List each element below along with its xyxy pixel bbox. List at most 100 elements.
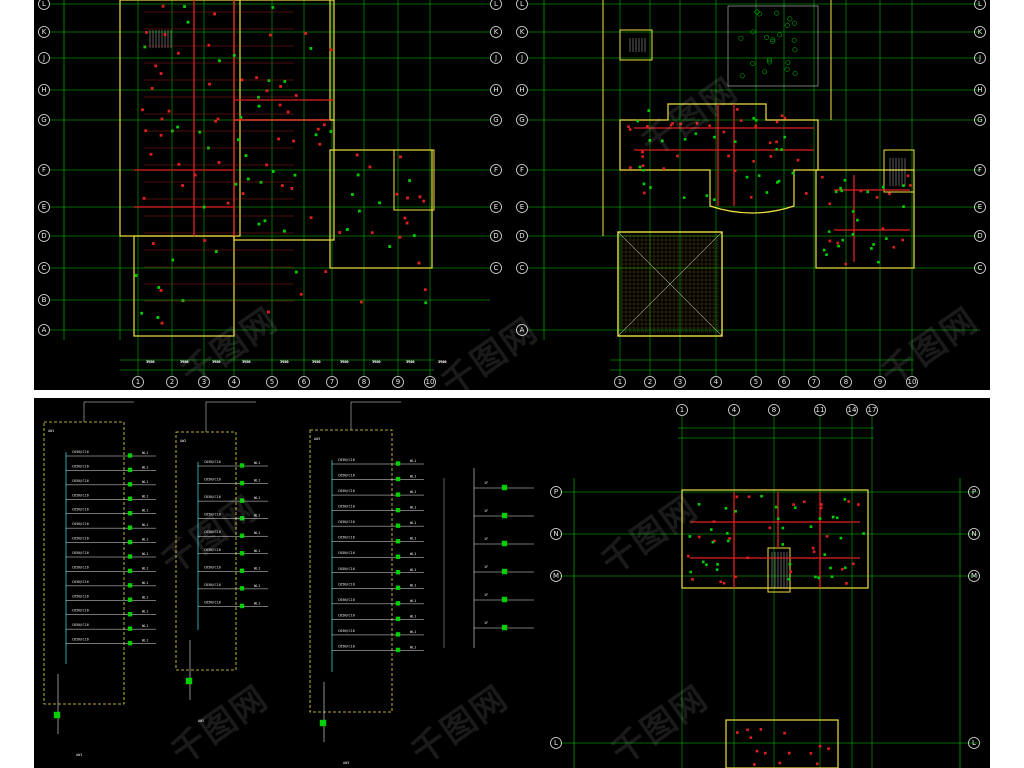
axis-bubble-bottom: 10 [424, 376, 436, 388]
fixture-symbol [316, 127, 320, 131]
dimension-text: WL1 [142, 494, 148, 498]
fixture-symbol [149, 152, 153, 156]
roof-ridge [617, 231, 723, 337]
dimension-text: 3900 [372, 360, 380, 364]
axis-bubble-right: D [490, 230, 502, 242]
riser-box [501, 484, 508, 491]
fixture-symbol [257, 104, 261, 108]
fixture-symbol [716, 563, 719, 566]
tree-symbol [739, 73, 745, 79]
riser-box [501, 512, 508, 519]
fixture-symbol [747, 495, 751, 499]
axis-bubble-right: M [968, 570, 980, 582]
fixture-symbol [359, 300, 363, 304]
dimension-text: C65N/C16 [338, 474, 355, 478]
fixture-symbol [909, 184, 912, 187]
fixture-symbol [902, 205, 905, 208]
dimension-text: 3900 [180, 360, 188, 364]
fixture-symbol [150, 86, 154, 90]
svg-text:L: L [972, 739, 976, 747]
fixture-symbol [805, 192, 808, 195]
fixture-symbol [906, 174, 910, 178]
dimension-text: C65N/C16 [338, 505, 355, 509]
dimension-text: C65N/C16 [204, 583, 221, 587]
fixture-symbol [671, 122, 674, 125]
fixture-symbol [722, 130, 726, 134]
fixture-symbol [775, 120, 779, 124]
dimension-text: C65N/C16 [338, 489, 355, 493]
axis-bubble-left: A [516, 324, 528, 336]
axis-bubble-bottom: 6 [778, 376, 790, 388]
breaker-symbol [395, 601, 401, 606]
fixture-symbol [862, 532, 865, 535]
tree-symbol [792, 70, 798, 76]
fixture-symbol [356, 173, 360, 177]
dimension-text: C65N/C16 [338, 598, 355, 602]
dimension-text: WL1 [410, 645, 416, 649]
fixture-symbol [208, 82, 211, 86]
dimension-text: 3900 [212, 360, 220, 364]
dimension-text: WL1 [254, 566, 260, 570]
axis-bubble-left: K [38, 26, 50, 38]
dimension-text: WL1 [142, 610, 148, 614]
dimension-text: C65N/C16 [72, 565, 89, 569]
axis-bubble-right: D [974, 230, 986, 242]
svg-text:3: 3 [678, 378, 682, 386]
fixture-symbol [159, 289, 163, 292]
fixture-symbol [749, 736, 753, 739]
svg-text:K: K [978, 28, 983, 36]
breaker-symbol [127, 539, 133, 545]
fixture-symbol [866, 190, 869, 194]
fixture-symbol [263, 219, 267, 223]
fixture-symbol [827, 747, 830, 750]
dimension-text: WL1 [410, 614, 416, 618]
fixture-symbol [811, 546, 815, 550]
axis-bubble-right: E [490, 201, 502, 213]
fixture-symbol [186, 20, 190, 24]
fixture-symbol [843, 498, 847, 501]
dimension-text: 3900 [180, 360, 188, 364]
breaker-symbol [127, 496, 133, 501]
dimension-text: C65N/C16 [338, 629, 355, 633]
fixture-symbol [775, 147, 779, 151]
dimension-text: WL1 [410, 521, 416, 525]
stair-outline [393, 149, 435, 211]
breaker-symbol [127, 597, 133, 602]
fixture-symbol [271, 5, 275, 9]
fixture-symbol [688, 535, 692, 538]
breaker-symbol [395, 461, 401, 466]
fixture-symbol [370, 231, 374, 235]
tree-symbol [777, 32, 783, 38]
axis-bubble-left: P [550, 486, 562, 498]
svg-text:J: J [42, 54, 45, 62]
dimension-text: 3900 [242, 360, 250, 364]
fixture-symbol [823, 553, 827, 556]
svg-text:C: C [42, 264, 47, 272]
dimension-text: 1F [484, 621, 488, 625]
breaker-symbol [127, 525, 133, 530]
tree-symbol [784, 22, 790, 28]
dimension-text: C65N/C16 [72, 623, 89, 627]
dimension-text: WL1 [142, 595, 148, 599]
fixture-symbol [338, 231, 342, 234]
dimension-text: WL1 [142, 538, 148, 542]
fixture-symbol [837, 244, 840, 248]
fixture-symbol [151, 242, 155, 245]
fixture-symbol [283, 80, 287, 83]
pavilion-roof [617, 231, 723, 337]
fixture-symbol [647, 109, 651, 112]
dimension-text: 3900 [340, 360, 348, 364]
fixture-symbol [851, 233, 855, 236]
fixture-symbol [818, 517, 822, 520]
dimension-text: 3900 [312, 360, 320, 364]
breaker-symbol [127, 554, 133, 559]
building-outline [233, 0, 335, 121]
dimension-text: WL1 [410, 475, 416, 479]
fixture-symbol [809, 525, 813, 528]
fixture-symbol [719, 580, 722, 584]
fixture-symbol [257, 222, 261, 226]
svg-text:17: 17 [868, 406, 877, 414]
fixture-symbol [856, 218, 859, 222]
fixture-symbol [697, 535, 701, 539]
